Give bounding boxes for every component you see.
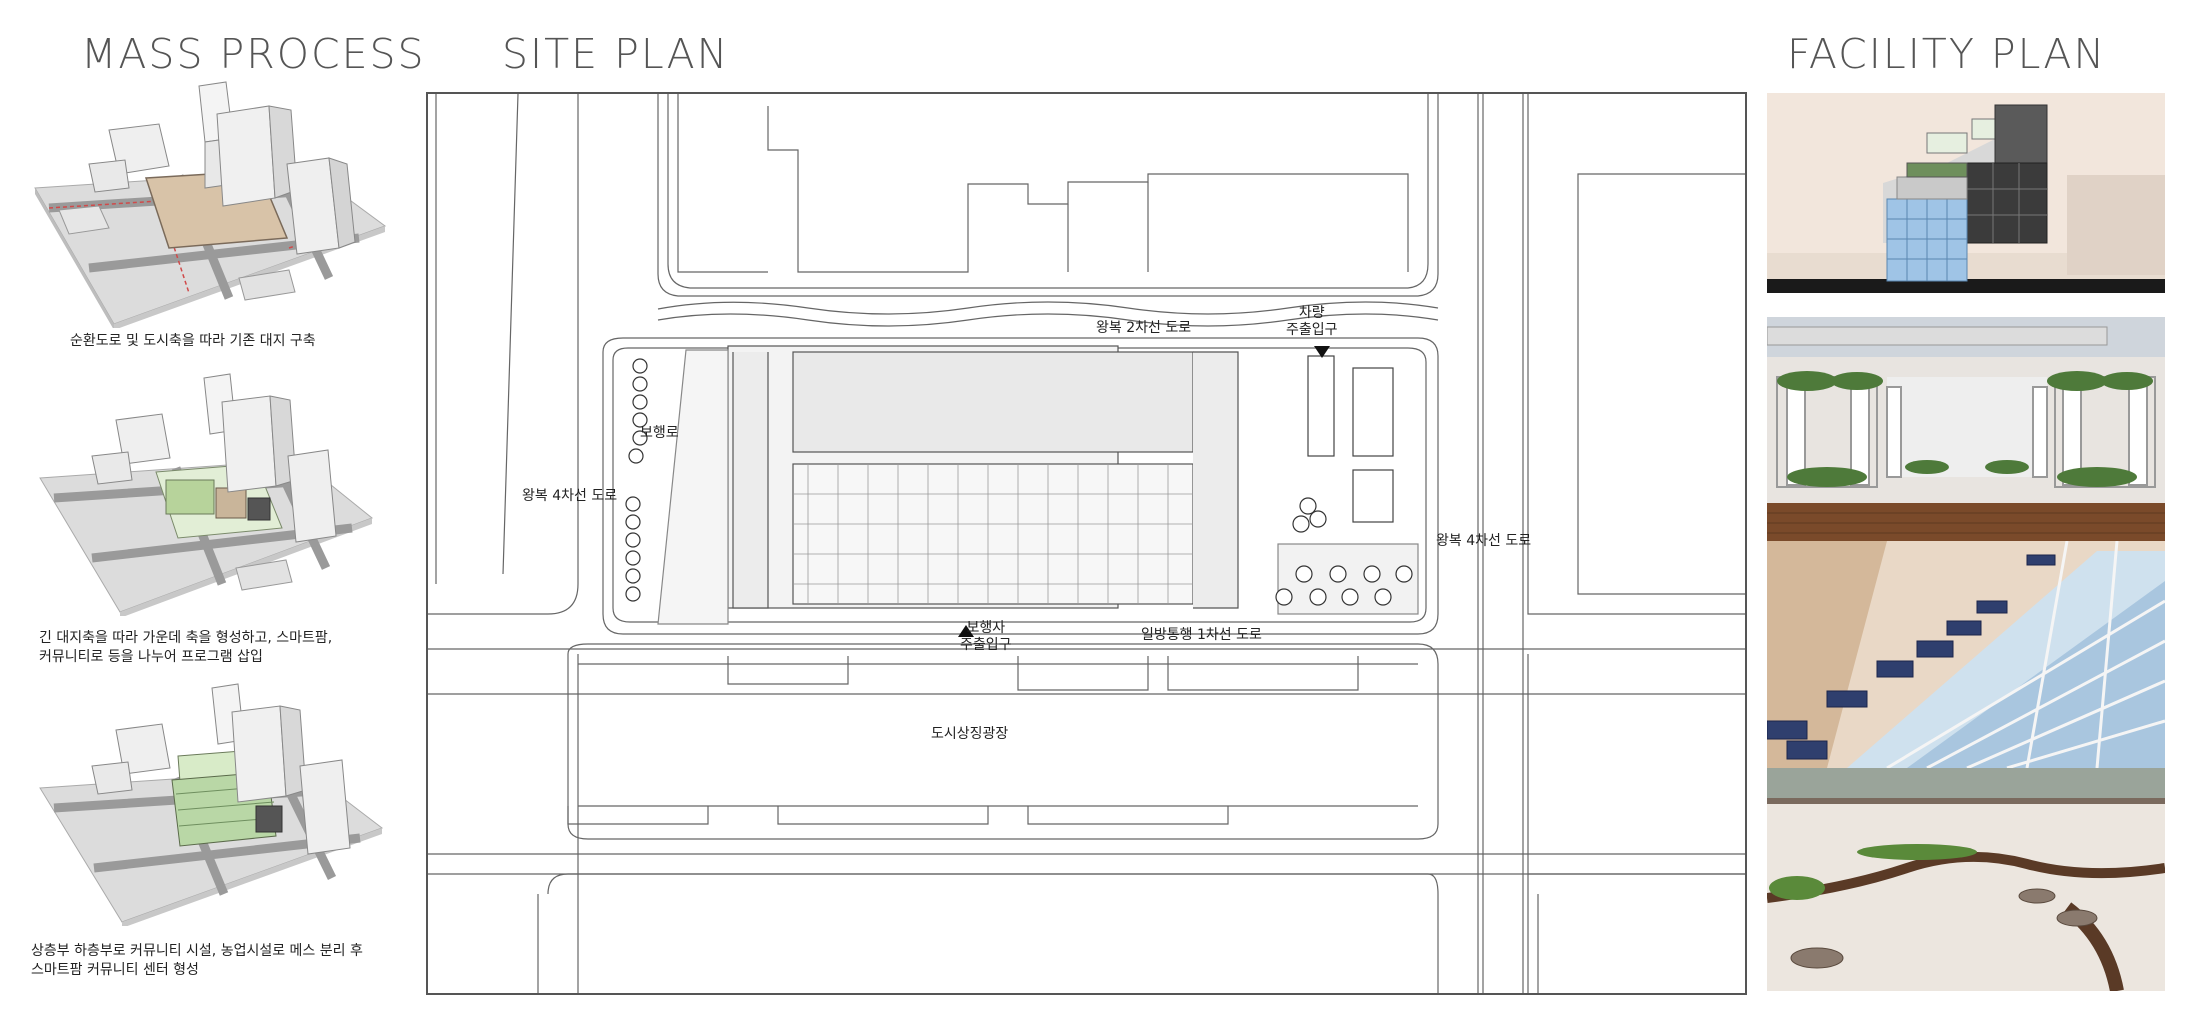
facility-plan-title: FACILITY PLAN (1787, 30, 2107, 78)
site-plan-title: SITE PLAN (502, 30, 730, 78)
caption-line: 상층부 하층부로 커뮤니티 시설, 농업시설로 메스 분리 후 (31, 943, 363, 959)
label-road-top: 왕복 2차선 도로 (1096, 320, 1192, 336)
caption-line: 스마트팜 커뮤니티 센터 형성 (31, 962, 199, 978)
mass-step-1-caption: 순환도로 및 도시축을 따라 기존 대지 구축 (70, 332, 316, 351)
render-plaza-seating (1767, 768, 2165, 991)
trees (625, 358, 1413, 606)
label-road-right: 왕복 4차선 도로 (1436, 533, 1532, 549)
caption-line: 긴 대지축을 따라 가운데 축을 형성하고, 스마트팜, (39, 630, 333, 646)
mass-step-3-caption: 상층부 하층부로 커뮤니티 시설, 농업시설로 메스 분리 후 스마트팜 커뮤니… (31, 942, 363, 980)
label-line: 보행자 (966, 620, 1006, 636)
vehicle-entrance-arrow (1314, 346, 1330, 358)
mass-step-2-caption: 긴 대지축을 따라 가운데 축을 형성하고, 스마트팜, 커뮤니티로 등을 나누… (39, 629, 332, 667)
mass-step-2-diagram (39, 373, 373, 616)
label-plaza: 도시상징광장 (931, 726, 1009, 742)
label-walkway: 보행로 (640, 425, 679, 441)
label-line: 차량 (1298, 305, 1325, 321)
render-exterior-massing (1767, 93, 2165, 293)
pedestrian-entrance-arrow (958, 625, 974, 637)
mass-process-title: MASS PROCESS (81, 30, 426, 78)
label-road-oneway: 일방통행 1차선 도로 (1141, 627, 1262, 643)
caption-line: 순환도로 및 도시축을 따라 기존 대지 구축 (70, 333, 316, 349)
site-plan-drawing: 왕복 2차선 도로 차량 주출입구 보행로 왕복 4차선 도로 왕복 4차선 도… (426, 92, 1747, 995)
label-pedestrian-entrance: 보행자 주출입구 (960, 620, 1012, 654)
label-line: 주출입구 (960, 637, 1012, 653)
render-rooftop-farm (1767, 317, 2165, 541)
caption-line: 커뮤니티로 등을 나누어 프로그램 삽입 (39, 649, 263, 665)
mass-step-1-diagram (34, 81, 387, 328)
label-line: 주출입구 (1286, 322, 1338, 338)
site-plan-linework (428, 94, 1745, 993)
label-vehicle-entrance: 차량 주출입구 (1286, 305, 1338, 339)
render-glass-roof-solar (1767, 541, 2165, 768)
mass-step-3-diagram (39, 683, 384, 926)
label-road-left: 왕복 4차선 도로 (522, 488, 618, 504)
